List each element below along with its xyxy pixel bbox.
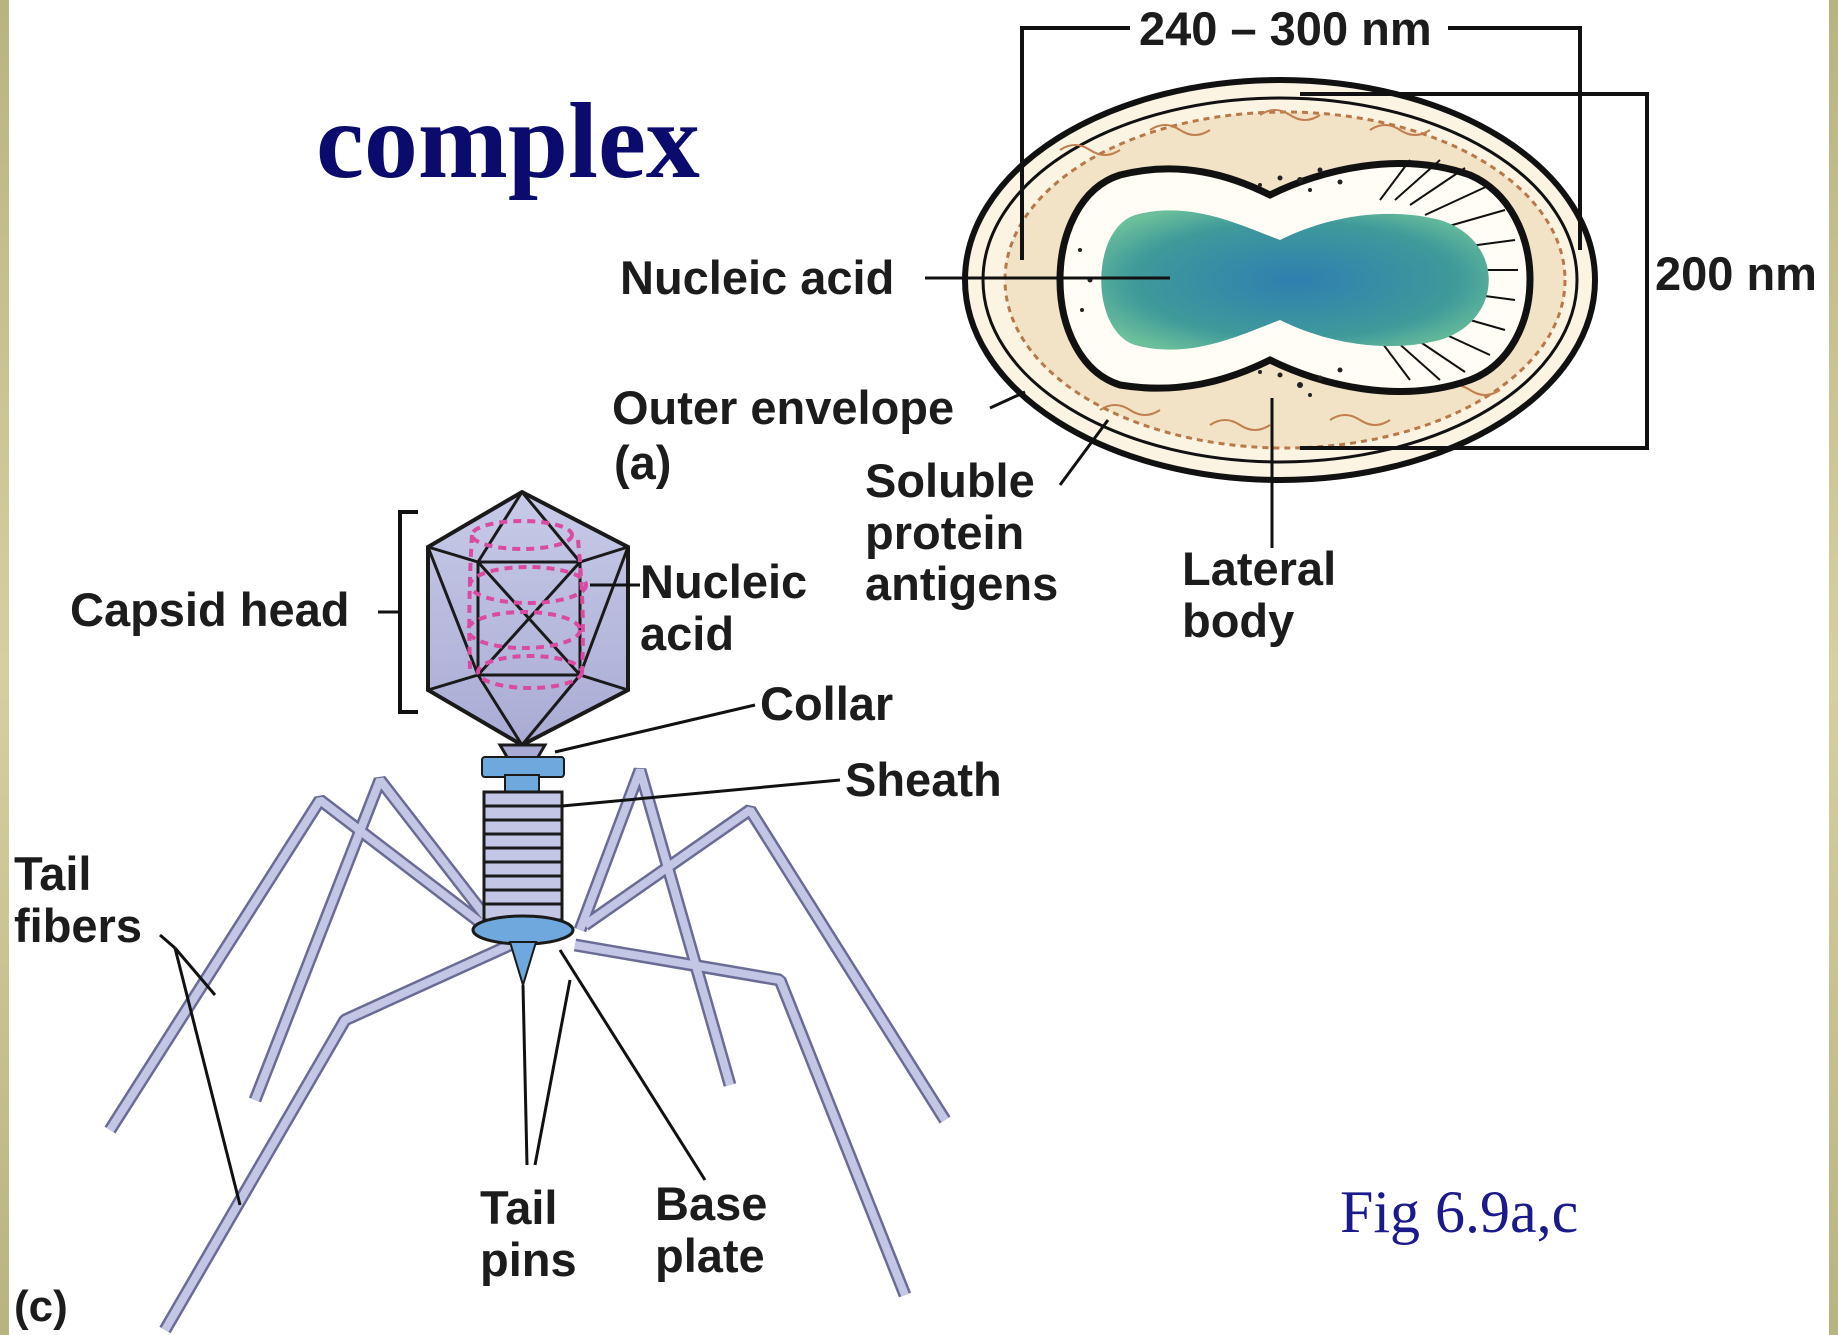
lateral-body-line-1: Lateral xyxy=(1182,543,1336,595)
tail-pins-label: Tail pins xyxy=(480,1182,577,1285)
collar-label: Collar xyxy=(760,678,893,730)
panel-label-a: (a) xyxy=(614,437,671,489)
phage-nucleic-acid-line-1: Nucleic xyxy=(640,556,807,608)
tail-pins-line-2: pins xyxy=(480,1234,577,1286)
dimension-width-label: 200 nm xyxy=(1655,248,1817,300)
phage-base-plate xyxy=(473,916,573,944)
capsid-bracket xyxy=(400,512,418,712)
soluble-protein-antigens-line-2: protein xyxy=(865,507,1058,559)
lateral-body-line-2: body xyxy=(1182,595,1336,647)
phage-tail-pin xyxy=(510,942,536,985)
tail-fibers-line-2: fibers xyxy=(14,900,142,952)
dimension-length-label: 240 – 300 nm xyxy=(1135,3,1436,55)
soluble-protein-antigens-line-3: antigens xyxy=(865,558,1058,610)
phage-nucleic-acid-label: Nucleic acid xyxy=(640,556,807,659)
base-plate-label: Base plate xyxy=(655,1178,767,1281)
base-plate-line-1: Base xyxy=(655,1178,767,1230)
base-plate-line-2: plate xyxy=(655,1230,767,1282)
tail-pins-line-1: Tail xyxy=(480,1182,577,1234)
capsid-head-label: Capsid head xyxy=(70,584,349,636)
phage-sheath xyxy=(484,792,562,920)
soluble-protein-antigens-label: Soluble protein antigens xyxy=(865,455,1058,610)
outer-envelope-label: Outer envelope xyxy=(612,382,954,434)
slide-title: complex xyxy=(316,88,700,196)
tail-fibers-label: Tail fibers xyxy=(14,848,142,951)
poxvirus-nucleic-acid-label: Nucleic acid xyxy=(620,252,894,304)
figure-reference: Fig 6.9a,c xyxy=(1340,1182,1578,1242)
panel-label-c: (c) xyxy=(14,1283,68,1331)
sheath-label: Sheath xyxy=(845,754,1002,806)
soluble-protein-antigens-line-1: Soluble xyxy=(865,455,1058,507)
lateral-body-label: Lateral body xyxy=(1182,543,1336,646)
tail-fibers-line-1: Tail xyxy=(14,848,142,900)
phage-nucleic-acid-line-2: acid xyxy=(640,608,807,660)
